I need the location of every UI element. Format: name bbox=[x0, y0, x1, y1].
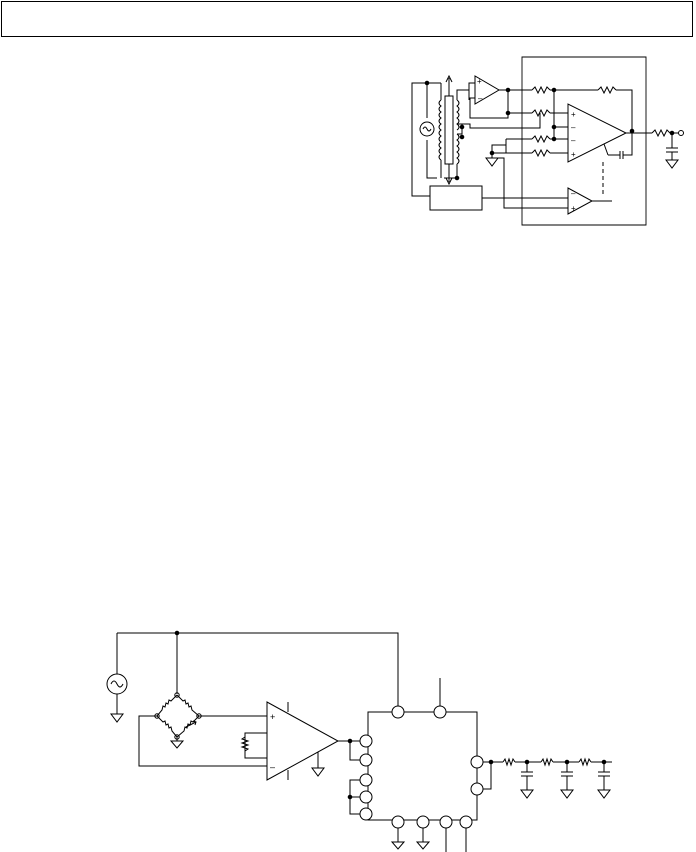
supply-line bbox=[117, 633, 398, 706]
internal-capacitor bbox=[608, 133, 632, 159]
ic-pin bbox=[471, 756, 483, 768]
filter-capacitor-3 bbox=[598, 762, 610, 798]
output-terminal bbox=[679, 131, 684, 136]
output-resistor bbox=[652, 130, 670, 136]
filter-capacitor-1 bbox=[521, 762, 533, 798]
ic-pin bbox=[360, 774, 372, 786]
bridge-amplifier-schematic: + – bbox=[0, 600, 696, 852]
ic-pin bbox=[360, 808, 372, 820]
bridge-resistor-lower-right bbox=[177, 716, 199, 737]
ac-source-wave bbox=[111, 681, 123, 687]
ic-pin bbox=[471, 783, 483, 795]
core-motion-arrow bbox=[446, 76, 452, 184]
transformer-primary-coil bbox=[439, 100, 441, 160]
svg-text:–: – bbox=[571, 123, 576, 132]
svg-text:+: + bbox=[571, 150, 576, 159]
transformer-core bbox=[445, 96, 453, 164]
bridge-resistor-upper-left bbox=[157, 695, 177, 716]
gain-resistor bbox=[242, 737, 248, 751]
ic-pin bbox=[440, 816, 452, 828]
svg-text:+: + bbox=[270, 712, 275, 722]
resistor-r1 bbox=[532, 87, 550, 93]
ic-pin bbox=[360, 735, 372, 747]
excitation-loop-wire-2 bbox=[427, 83, 437, 178]
oscillator-block bbox=[430, 186, 482, 210]
excitation-loop-wire bbox=[412, 83, 430, 196]
resistor-r3 bbox=[532, 136, 550, 142]
main-amp-triangle bbox=[568, 104, 626, 162]
comparator-triangle bbox=[568, 188, 592, 214]
resistor-feedback bbox=[598, 87, 616, 93]
filter-capacitor-2 bbox=[561, 762, 573, 798]
bridge-resistor-lower-left bbox=[157, 716, 177, 737]
ac-source-symbol bbox=[420, 122, 434, 136]
transformer-secondary-coil-upper bbox=[457, 100, 459, 130]
svg-text:–: – bbox=[270, 762, 275, 772]
ic-pin bbox=[460, 816, 472, 828]
filter-resistor-1 bbox=[503, 759, 515, 765]
resistor-r2 bbox=[532, 110, 550, 116]
page-header-frame bbox=[1, 1, 693, 37]
filter-resistor-3 bbox=[579, 759, 591, 765]
svg-text:–: – bbox=[478, 94, 483, 103]
svg-text:–: – bbox=[571, 136, 576, 145]
inamp-triangle bbox=[267, 702, 338, 780]
ic-pin bbox=[392, 706, 404, 718]
resistor-r4 bbox=[532, 150, 550, 156]
ac-source-wave bbox=[423, 127, 431, 131]
svg-text:+: + bbox=[571, 204, 576, 213]
svg-text:–: – bbox=[571, 189, 576, 198]
lvdt-signal-conditioner-schematic: + – + – – + – + bbox=[0, 0, 696, 260]
svg-text:+: + bbox=[571, 110, 576, 119]
svg-text:+: + bbox=[477, 77, 482, 86]
bridge-resistor-upper-right bbox=[177, 695, 199, 716]
ic-pin bbox=[392, 816, 404, 828]
filter-resistor-2 bbox=[541, 759, 553, 765]
transformer-secondary-coil-lower bbox=[457, 134, 459, 164]
ic-pin bbox=[360, 754, 372, 766]
ic-pin bbox=[360, 791, 372, 803]
ic-pin bbox=[417, 816, 429, 828]
ic-boundary-box bbox=[522, 57, 646, 225]
ic-package-outline bbox=[368, 712, 477, 820]
buffer-opamp-triangle bbox=[475, 76, 499, 104]
ic-pin bbox=[434, 706, 446, 718]
